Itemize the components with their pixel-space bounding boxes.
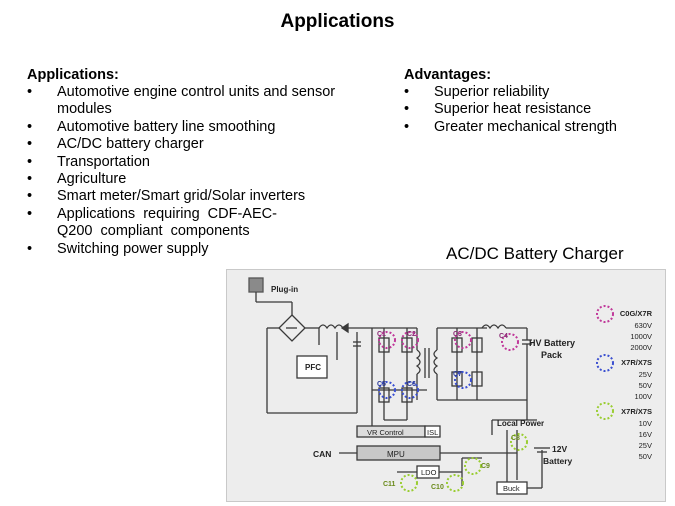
legend-c0g-icon [596, 305, 614, 323]
legend-1-v1: 50V [639, 381, 652, 390]
c8-label: C8 [511, 435, 520, 442]
local-power-label: Local Power [497, 419, 544, 428]
plug-in-label: Plug-in [271, 285, 298, 294]
list-item: •Smart meter/Smart grid/Solar inverters [27, 188, 306, 205]
capacitor-c1-icon [378, 331, 396, 349]
diagram-title: AC/DC Battery Charger [446, 244, 624, 263]
output-inductor-icon [481, 324, 507, 330]
advantages-list: •Superior reliability •Superior heat res… [404, 84, 664, 136]
legend-1-name: X7R/X7S [621, 358, 652, 367]
legend-2-v2: 25V [639, 441, 652, 450]
c11-label: C11 [383, 481, 396, 488]
c10-label: C10 [431, 484, 444, 491]
pfc-label: PFC [305, 363, 321, 372]
inductor-icon [318, 324, 344, 330]
legend-1-v2: 100V [634, 392, 652, 401]
legend-2-v3: 50V [639, 452, 652, 461]
circuit-svg: Plug-in PFC HV Battery Pack VR Control I… [248, 277, 653, 495]
legend-2-name: X7R/X7S [621, 407, 652, 416]
list-item: •Switching power supply [27, 240, 209, 257]
c9-label: C9 [481, 463, 490, 470]
capacitor-c9-icon [464, 457, 482, 475]
legend-x7r-blue-icon [596, 354, 614, 372]
battery-12v-label: 12V [552, 444, 567, 454]
c1-label: C1 [377, 331, 386, 338]
list-item: •Automotive battery line smoothing [27, 118, 276, 135]
bridge-rectifier-icon [278, 314, 306, 342]
c7-label: C7 [453, 371, 462, 378]
capacitor-c4-icon [501, 333, 519, 351]
c4-label: C4 [499, 333, 508, 340]
isl-block [424, 425, 441, 438]
list-item: •Agriculture [27, 171, 127, 188]
capacitor-c11-icon [400, 474, 418, 492]
capacitor-c6-icon [401, 381, 419, 399]
capacitor-c7-icon [454, 371, 472, 389]
legend-0-name: C0G/X7R [620, 309, 653, 318]
list-item: •Greater mechanical strength [404, 118, 617, 135]
applications-section: Applications: •Automotive engine control… [27, 67, 377, 258]
vr-control-label: VR Control [367, 428, 404, 437]
applications-header: Applications: [27, 67, 119, 83]
legend-x7r-green-icon [596, 402, 614, 420]
list-item: •AC/DC battery charger [27, 136, 204, 153]
list-item: •Automotive engine control units and sen… [27, 84, 336, 118]
c5-label: C5 [377, 381, 386, 388]
capacitor-c10-icon [446, 474, 464, 492]
pfc-block [296, 355, 328, 379]
hv-battery-label: HV Battery [529, 338, 575, 348]
capacitor-c2-icon [401, 331, 419, 349]
legend-0-v1: 1000V [630, 332, 652, 341]
advantages-header: Advantages: [404, 67, 492, 83]
pack-label: Pack [541, 350, 563, 360]
ldo-label: LDO [421, 468, 437, 477]
list-item: •Applications requiring CDF-AEC-Q200 com… [27, 205, 277, 240]
buck-label: Buck [503, 484, 520, 493]
legend-2-v0: 10V [639, 419, 652, 428]
can-label: CAN [313, 449, 331, 459]
capacitor-c3-icon [454, 331, 472, 349]
plug-icon [248, 277, 264, 293]
legend-2-v1: 16V [639, 430, 652, 439]
transformer-secondary-icon [433, 349, 439, 375]
isl-label: ISL [427, 428, 438, 437]
applications-list: •Automotive engine control units and sen… [27, 84, 377, 258]
c3-label: C3 [453, 331, 462, 338]
transformer-primary-icon [415, 349, 421, 375]
mpu-label: MPU [387, 450, 405, 459]
capacitor-c5-icon [378, 381, 396, 399]
legend-0-v0: 630V [634, 321, 652, 330]
list-item: •Transportation [27, 153, 150, 170]
legend-1-v0: 25V [639, 370, 652, 379]
battery-label: Battery [543, 456, 573, 466]
circuit-diagram: Plug-in PFC HV Battery Pack VR Control I… [226, 269, 666, 502]
c6-label: C6 [407, 381, 416, 388]
page-title: Applications [280, 11, 395, 32]
list-item: •Superior reliability [404, 84, 550, 100]
c2-label: C2 [407, 331, 416, 338]
legend-0-v2: 2000V [630, 343, 652, 352]
list-item: •Superior heat resistance [404, 101, 592, 118]
capacitor-c8-icon [510, 433, 528, 451]
advantages-section: Advantages: •Superior reliability •Super… [404, 67, 664, 136]
